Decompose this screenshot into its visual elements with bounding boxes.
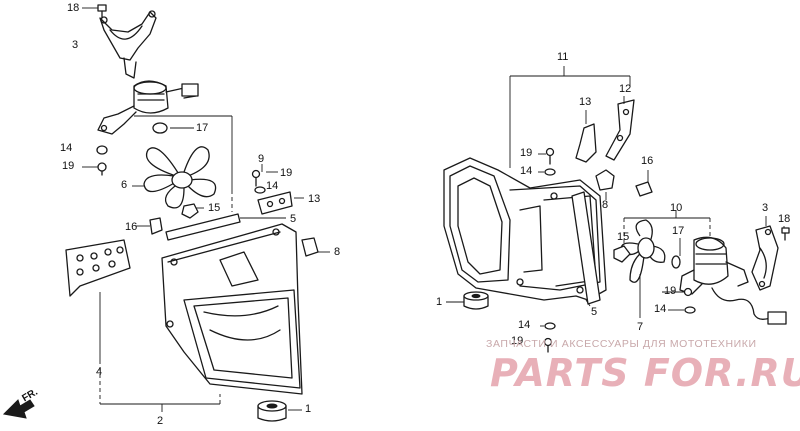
- screw-19-bottom: [543, 337, 553, 353]
- callout-16-left: 16: [125, 221, 138, 233]
- bracket-13-mid: [257, 191, 293, 215]
- washer-14-right: [544, 168, 556, 176]
- seal-strip-right: [571, 191, 601, 305]
- callout-19-left: 19: [62, 160, 75, 172]
- callout-3-right: 3: [762, 202, 769, 214]
- front-direction-arrow: [2, 399, 35, 419]
- callout-18-right: 18: [778, 213, 791, 225]
- callout-17-right: 17: [672, 225, 685, 237]
- fan-bracket-left: [99, 10, 157, 79]
- callout-15-right: 15: [617, 231, 630, 243]
- callout-12: 12: [619, 83, 632, 95]
- callout-8-left: 8: [334, 246, 341, 258]
- callout-9: 9: [258, 153, 265, 165]
- cushion-8-right: [595, 169, 615, 191]
- callout-19-right: 19: [520, 147, 533, 159]
- fan-shroud-left: [161, 223, 303, 395]
- watermark-brand: PARTS FOR.RU: [490, 351, 800, 395]
- callout-13-right: 13: [579, 96, 592, 108]
- cushion-8-left: [301, 237, 319, 257]
- screw-19-left: [97, 162, 107, 176]
- leader-lines-left: [82, 7, 330, 412]
- nut-17-left: [152, 122, 168, 134]
- callout-1-right: 1: [436, 296, 443, 308]
- callout-5-left: 5: [290, 213, 297, 225]
- fan-motor-left: [97, 80, 199, 135]
- rubber-mount-bottom: [257, 400, 287, 422]
- callout-14-mid: 14: [266, 180, 279, 192]
- shroud-bracket-4: [65, 239, 131, 297]
- callout-5-right: 5: [591, 306, 598, 318]
- screw-19-right: [545, 147, 555, 165]
- nut-17-right: [671, 255, 681, 269]
- watermark-tagline: ЗАПЧАСТИ И АКСЕССУАРЫ ДЛЯ МОТОТЕХНИКИ: [486, 338, 757, 350]
- callout-13-mid: 13: [308, 193, 321, 205]
- callout-14-right-2: 14: [654, 303, 667, 315]
- washer-14-right-2: [684, 306, 696, 314]
- callout-19-right-2: 19: [664, 285, 677, 297]
- fan-blade-left: [143, 146, 217, 209]
- callout-14-left: 14: [60, 142, 73, 154]
- grommet-16-left: [149, 217, 163, 235]
- bolt-18-right: [781, 227, 790, 241]
- nut-15-left: [181, 203, 199, 219]
- callout-17-left: 17: [196, 122, 209, 134]
- callout-8-right: 8: [602, 199, 609, 211]
- bolt-18-left: [97, 4, 107, 19]
- washer-14-mid: [254, 186, 266, 194]
- seal-strip-left: [165, 213, 241, 241]
- callout-14-right: 14: [520, 165, 533, 177]
- screw-19-mid: [251, 169, 261, 187]
- callout-10: 10: [670, 202, 683, 214]
- nut-15-right: [613, 245, 631, 263]
- screw-19-right-2: [683, 287, 693, 297]
- callout-7: 7: [637, 321, 644, 333]
- bracket-13-right: [575, 123, 597, 163]
- callout-16-right: 16: [641, 155, 654, 167]
- callout-19-mid: 19: [280, 167, 293, 179]
- fan-shroud-right: [443, 157, 607, 301]
- rubber-mount-right: [463, 291, 489, 310]
- callout-19-bottom: 19: [511, 335, 524, 347]
- bracket-12-right: [605, 99, 635, 161]
- callout-2: 2: [157, 415, 164, 427]
- callout-1-bottom: 1: [305, 403, 312, 415]
- fan-bracket-right: [751, 225, 779, 291]
- leader-lines-right: [446, 66, 785, 327]
- callout-15-mid: 15: [208, 202, 221, 214]
- fan-motor-right: [679, 236, 787, 325]
- callout-6: 6: [121, 179, 128, 191]
- washer-14-left: [96, 145, 108, 155]
- fan-blade-right: [620, 219, 666, 283]
- callout-11: 11: [557, 51, 569, 63]
- grommet-16-right: [635, 181, 653, 197]
- callout-3-left: 3: [72, 39, 79, 51]
- washer-14-bottom: [544, 322, 556, 330]
- callout-4: 4: [96, 366, 103, 378]
- callout-14-bottom: 14: [518, 319, 531, 331]
- callout-18-left: 18: [67, 2, 80, 14]
